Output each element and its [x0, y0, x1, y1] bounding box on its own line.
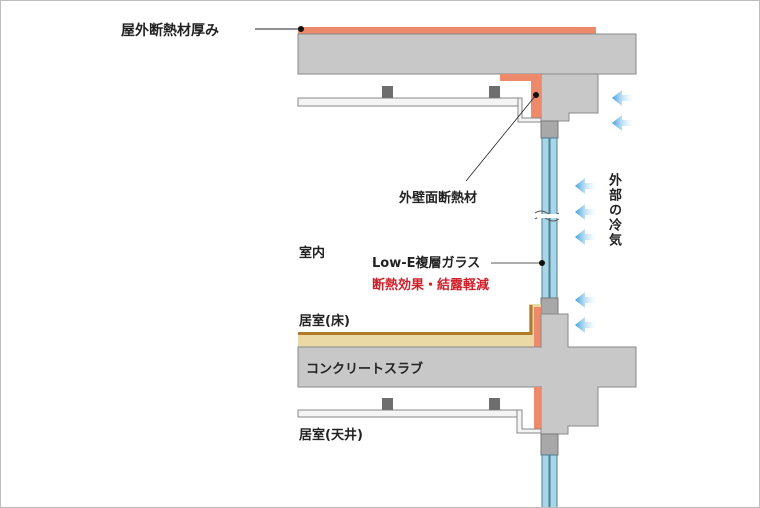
joist [489, 398, 500, 410]
concrete-slab [297, 346, 542, 388]
lower-wall-insulation [534, 387, 541, 429]
wall-insulation-label: 外壁面断熱材 [399, 191, 478, 206]
cold-air-arrows [575, 90, 636, 333]
glass-effect-label: 断熱効果・結露軽減 [372, 278, 490, 293]
arrow-left-icon [575, 178, 599, 194]
glass-pane [541, 454, 558, 507]
upper-wall-insulation [500, 74, 541, 119]
leader-dot [539, 260, 545, 266]
leader-dot [298, 26, 304, 32]
arrow-left-icon [575, 292, 599, 308]
upper-beam [540, 73, 599, 122]
glass-label: Low-E複層ガラス [372, 256, 481, 271]
floor-insulation [534, 307, 541, 347]
window-frame [540, 433, 559, 456]
arrow-left-icon [575, 317, 599, 333]
floor-finish [298, 304, 541, 347]
arrow-left-icon [575, 204, 599, 220]
window-frame [540, 120, 559, 139]
joist [382, 86, 393, 98]
slab-label: コンクリートスラブ [306, 362, 424, 377]
arrow-left-icon [612, 115, 636, 131]
floor-top-line [298, 305, 533, 335]
leader-dot [533, 92, 539, 98]
arrow-left-icon [612, 90, 636, 106]
slab-beam [540, 313, 637, 435]
joist [489, 86, 500, 98]
room-floor-label: 居室(床) [299, 314, 350, 329]
ceiling-return [517, 97, 542, 123]
arrow-left-icon [575, 229, 599, 245]
leader-line [465, 94, 537, 182]
outside-cold-label: 外部の冷気 [606, 173, 621, 248]
indoor-label: 室内 [299, 246, 326, 261]
outer-insulation [298, 27, 596, 34]
ceiling-return [516, 409, 542, 434]
window-frame [540, 297, 559, 315]
ceiling-board [297, 97, 519, 107]
roof-slab [297, 33, 637, 75]
outer-insulation-label: 屋外断熱材厚み [121, 23, 219, 39]
joist [382, 398, 393, 410]
room-ceiling-label: 居室(天井) [299, 428, 363, 443]
ceiling-board [297, 409, 518, 418]
